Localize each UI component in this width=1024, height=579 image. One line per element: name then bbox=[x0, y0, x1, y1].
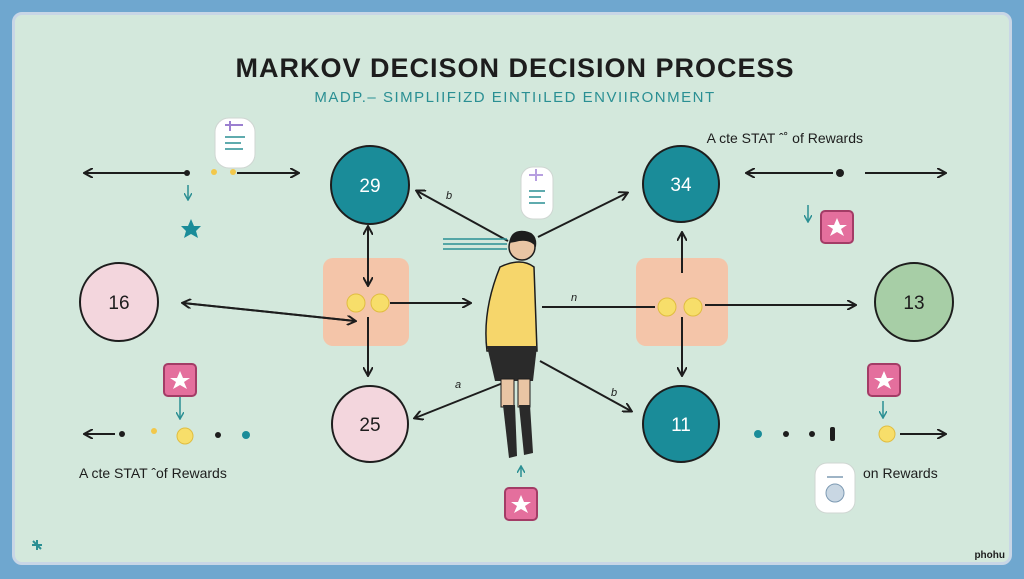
state-16-value: 16 bbox=[108, 293, 129, 314]
star-box-bottom-left bbox=[163, 363, 197, 397]
star-icon-top-left bbox=[181, 219, 201, 238]
state-13: 13 bbox=[874, 262, 954, 342]
state-34-value: 34 bbox=[670, 175, 692, 196]
potion-icon-bottom-right bbox=[814, 462, 856, 514]
edge-label-n: n bbox=[571, 292, 577, 304]
potion-icon-top-left bbox=[214, 117, 256, 169]
edge-label-a: a bbox=[455, 379, 461, 391]
decision-box-left bbox=[323, 258, 409, 346]
state-29-value: 29 bbox=[359, 176, 380, 197]
sparkle-icon bbox=[32, 540, 42, 550]
arrow-agent-to-34 bbox=[537, 193, 627, 238]
reward-label-bottom-right: on Rewards bbox=[863, 465, 938, 481]
arrow-agent-to-25 bbox=[415, 382, 504, 418]
dots bbox=[119, 169, 844, 441]
reward-label-top-right: A cte STAT ˆ˚ of Rewards bbox=[707, 130, 863, 146]
state-29: 29 bbox=[330, 145, 410, 225]
state-11: 11 bbox=[642, 385, 720, 463]
mdp-diagram: 29 34 16 13 25 11 bbox=[32, 117, 1005, 561]
state-16: 16 bbox=[79, 262, 159, 342]
arrow-agent-to-29 bbox=[417, 191, 509, 242]
choice-dots bbox=[176, 293, 896, 445]
state-25: 25 bbox=[331, 385, 409, 463]
star-box-bottom-center bbox=[504, 487, 538, 521]
diagram-subtitle: MADP.– SIMPLIIFIZD EINTIıLED ENVIIRONMEN… bbox=[314, 89, 716, 106]
diagram-board: MARKOV DECISON DECISION PROCESS MADP.– S… bbox=[12, 12, 1012, 565]
star-box-bottom-right bbox=[867, 363, 901, 397]
watermark: phohu bbox=[974, 550, 1005, 561]
decision-box-right bbox=[636, 258, 728, 346]
edge-label-b-bottom: b bbox=[611, 387, 617, 399]
arrow-agent-to-11 bbox=[539, 360, 631, 411]
edge-label-b-top: b bbox=[446, 190, 452, 202]
arrow-from-state-16 bbox=[182, 302, 355, 321]
state-25-value: 25 bbox=[359, 415, 380, 436]
reward-label-bottom-left: A cte STAT ˆof Rewards bbox=[79, 465, 227, 481]
potion-icon-center bbox=[520, 166, 554, 220]
motion-lines bbox=[443, 238, 507, 250]
state-11-value: 11 bbox=[671, 415, 691, 436]
state-13-value: 13 bbox=[903, 293, 924, 314]
diagram-title: MARKOV DECISON DECISION PROCESS bbox=[235, 53, 795, 83]
state-34: 34 bbox=[642, 145, 720, 223]
star-box-top-right bbox=[820, 210, 854, 244]
agent-figure bbox=[485, 230, 538, 458]
